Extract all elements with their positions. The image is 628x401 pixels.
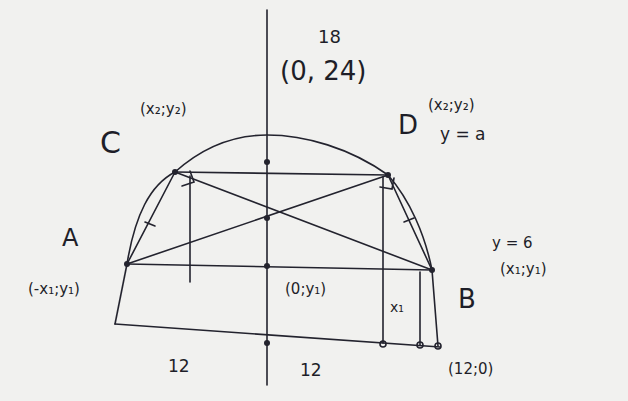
point-name: C xyxy=(100,128,121,158)
point-coordinate: (x₂;y₂) xyxy=(428,98,475,113)
y-axis xyxy=(266,10,268,385)
point xyxy=(264,340,270,346)
left-side xyxy=(115,264,127,324)
drop-line xyxy=(382,177,384,343)
point xyxy=(429,267,435,273)
distance-label: x₁ xyxy=(390,300,404,314)
point xyxy=(417,342,423,348)
base-line xyxy=(115,324,440,347)
chord-ab xyxy=(127,264,432,270)
right-side xyxy=(432,270,438,346)
segment xyxy=(388,175,432,270)
equation-label: y = a xyxy=(440,126,486,143)
distance-label: 12 xyxy=(300,362,322,379)
point xyxy=(264,215,270,221)
right-angle xyxy=(380,178,394,189)
arc xyxy=(127,135,432,270)
point-coordinate: (x₂;y₂) xyxy=(140,102,187,117)
number-label: 18 xyxy=(318,28,341,46)
point xyxy=(435,343,441,349)
point-name: A xyxy=(62,226,78,250)
segment xyxy=(127,172,175,264)
point-coordinate: (x₁;y₁) xyxy=(500,262,547,277)
point xyxy=(124,261,130,267)
point-name: D xyxy=(398,112,418,138)
equation-label: y = 6 xyxy=(492,236,533,251)
diagonal xyxy=(175,172,432,270)
point xyxy=(264,263,270,269)
distance-label: 12 xyxy=(168,358,190,375)
point xyxy=(264,159,270,165)
point-coordinate: (0, 24) xyxy=(280,58,366,84)
drop-line xyxy=(189,176,191,282)
tick-mark xyxy=(145,222,155,226)
point-name: B xyxy=(458,286,476,312)
point-coordinate: (0;y₁) xyxy=(285,282,326,297)
right-angle xyxy=(182,171,194,186)
point xyxy=(172,169,178,175)
point xyxy=(385,172,391,178)
point-coordinate: (12;0) xyxy=(448,362,493,377)
tick-mark xyxy=(404,218,414,222)
chord-cd xyxy=(175,172,388,175)
drop-line xyxy=(419,272,421,345)
point-coordinate: (-x₁;y₁) xyxy=(28,282,80,297)
point xyxy=(380,341,386,347)
